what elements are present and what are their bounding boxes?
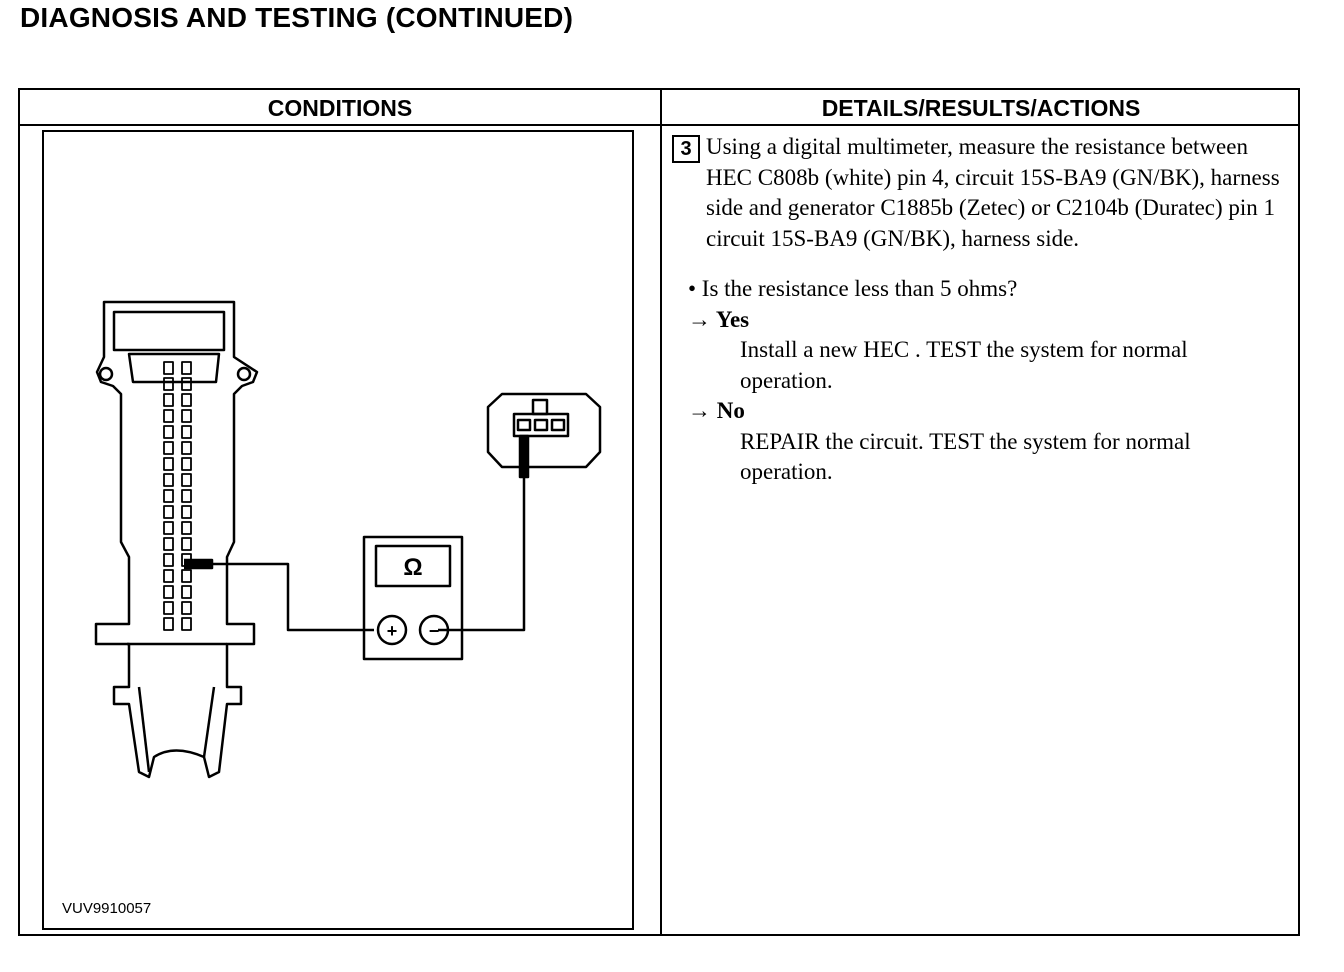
hec-pin — [181, 377, 192, 391]
hec-pin — [181, 457, 192, 471]
hec-pin — [181, 537, 192, 551]
conditions-figure: Ω + − VUV9910057 — [42, 130, 634, 930]
hec-pin — [163, 569, 174, 583]
hec-pin — [181, 617, 192, 631]
hec-connector-icon — [94, 300, 259, 779]
step-row: 3 Using a digital multimeter, measure th… — [672, 132, 1292, 254]
column-divider — [660, 90, 662, 934]
hec-pin — [163, 521, 174, 535]
hec-pin — [163, 617, 174, 631]
hec-pin — [163, 489, 174, 503]
hec-pin — [181, 441, 192, 455]
diagnosis-table: CONDITIONS DETAILS/RESULTS/ACTIONS — [18, 88, 1300, 936]
hec-pin — [163, 409, 174, 423]
figure-id: VUV9910057 — [62, 900, 152, 917]
hec-pin — [163, 441, 174, 455]
hec-pin — [181, 361, 192, 375]
hec-pin — [163, 457, 174, 471]
hec-pin — [181, 505, 192, 519]
hec-pin — [181, 489, 192, 503]
hec-pin — [163, 601, 174, 615]
hec-pin — [181, 585, 192, 599]
conditions-header: CONDITIONS — [267, 95, 413, 121]
no-action: REPAIR the circuit. TEST the system for … — [740, 428, 1191, 485]
hec-pin-grid — [163, 361, 192, 631]
page-title: DIAGNOSIS AND TESTING (CONTINUED) — [20, 2, 574, 33]
hec-pin — [163, 537, 174, 551]
hec-pin — [163, 377, 174, 391]
hec-pin — [181, 569, 192, 583]
minus-terminal-label: − — [429, 621, 440, 641]
step-number-badge: 3 — [672, 135, 700, 163]
wiring-diagram: Ω + − — [94, 300, 602, 779]
hec-pin — [181, 409, 192, 423]
yes-label: → Yes — [688, 306, 750, 332]
hec-pin — [163, 361, 174, 375]
hec-pin — [181, 521, 192, 535]
hec-pin — [181, 425, 192, 439]
digital-multimeter-icon — [362, 535, 464, 661]
header-rule — [20, 124, 1298, 126]
hec-pin — [163, 553, 174, 567]
generator-connector-icon — [486, 392, 602, 479]
yes-action: Install a new HEC . TEST the system for … — [740, 337, 1188, 393]
negative-lead — [438, 467, 526, 632]
hec-pin — [163, 425, 174, 439]
details-panel: 3 Using a digital multimeter, measure th… — [672, 132, 1292, 488]
no-label: → No — [688, 398, 745, 423]
hec-pin — [163, 585, 174, 599]
positive-lead — [212, 562, 374, 632]
details-header: DETAILS/RESULTS/ACTIONS — [821, 95, 1141, 121]
hec-pin — [163, 393, 174, 407]
hec-probe — [184, 558, 214, 570]
hec-pin — [163, 505, 174, 519]
step-instruction: Using a digital multimeter, measure the … — [706, 134, 1280, 251]
hec-pin — [181, 601, 192, 615]
ohm-symbol: Ω — [403, 554, 422, 581]
hec-pin — [181, 393, 192, 407]
hec-pin — [181, 473, 192, 487]
hec-pin — [163, 473, 174, 487]
plus-terminal-label: + — [387, 621, 398, 641]
resistance-question: • Is the resistance less than 5 ohms? — [688, 276, 1018, 301]
